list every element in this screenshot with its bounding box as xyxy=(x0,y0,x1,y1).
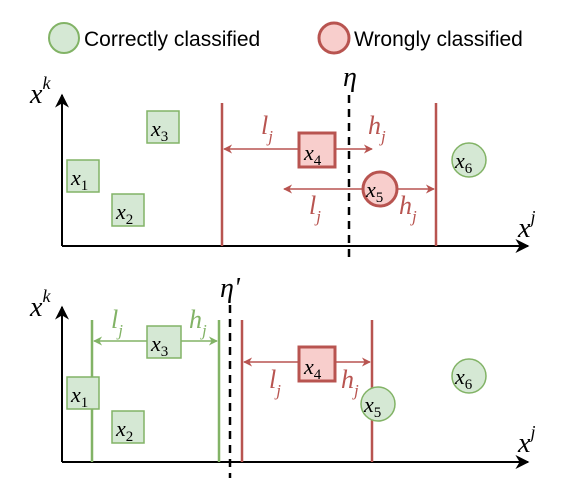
top-l-upper-label: lj xyxy=(261,111,273,146)
legend: Correctly classified Wrongly classified xyxy=(48,21,523,55)
svg-text:x3: x3 xyxy=(150,331,168,360)
top-h-upper-label: hj xyxy=(368,111,386,146)
bottom-l-red-label: lj xyxy=(269,365,281,400)
top-y-axis-label: xk xyxy=(29,73,51,110)
svg-text:x6: x6 xyxy=(454,364,473,393)
top-point-x3: x3 xyxy=(146,110,180,145)
svg-text:x1: x1 xyxy=(70,165,88,194)
svg-text:x5: x5 xyxy=(363,392,381,421)
bottom-h-green-label: hj xyxy=(189,305,207,340)
bottom-l-green-label: lj xyxy=(111,305,123,340)
top-h-lower-label: hj xyxy=(399,191,417,226)
top-point-x1: x1 xyxy=(66,159,100,194)
legend-wrong-label: Wrongly classified xyxy=(354,28,523,51)
top-point-x5: x5 xyxy=(361,170,399,208)
svg-text:x6: x6 xyxy=(454,148,473,177)
bottom-point-x1: x1 xyxy=(66,376,100,411)
bottom-y-axis-label: xk xyxy=(29,286,51,323)
svg-text:x3: x3 xyxy=(150,116,168,145)
bottom-point-x3: x3 xyxy=(146,325,182,360)
svg-text:x4: x4 xyxy=(303,354,322,383)
bottom-point-x5: x5 xyxy=(360,386,396,422)
legend-correct-label: Correctly classified xyxy=(84,28,260,51)
svg-text:x1: x1 xyxy=(70,382,88,411)
top-threshold-label: η xyxy=(343,62,357,93)
top-point-x2: x2 xyxy=(111,193,145,228)
top-panel: xk xj η lj hj lj hj x1 x2 x3 x4 xyxy=(29,62,535,262)
svg-text:x5: x5 xyxy=(365,177,383,206)
bottom-point-x2: x2 xyxy=(111,410,145,445)
bottom-point-x4: x4 xyxy=(297,345,337,383)
bottom-x-axis-label: xj xyxy=(517,422,535,459)
top-x-axis-label: xj xyxy=(517,207,535,244)
legend-correct-marker xyxy=(48,22,80,54)
bottom-threshold-label: η' xyxy=(220,273,241,304)
svg-text:x2: x2 xyxy=(115,199,133,228)
top-point-x4: x4 xyxy=(297,131,337,169)
bottom-point-x6: x6 xyxy=(451,358,487,394)
bottom-panel: xk xj η' lj hj lj hj x1 x2 x3 x4 xyxy=(29,273,535,478)
bottom-h-red-label: hj xyxy=(341,365,359,400)
svg-text:x4: x4 xyxy=(303,140,322,169)
top-l-lower-label: lj xyxy=(309,191,321,226)
svg-text:x2: x2 xyxy=(115,416,133,445)
legend-wrong-marker xyxy=(317,21,351,55)
top-point-x6: x6 xyxy=(451,142,487,178)
